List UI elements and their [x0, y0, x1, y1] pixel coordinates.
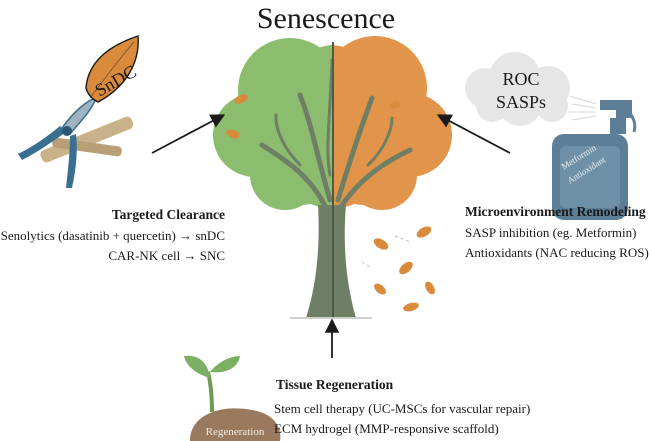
ros-sasp-cloud-icon — [465, 52, 570, 126]
tissue-regeneration-heading: Tissue Regeneration — [276, 377, 394, 392]
diagram-title: Senescence — [256, 2, 396, 35]
targeted-clearance-line-1: Senolytics (dasatinib + quercetin) → snD… — [0, 228, 225, 243]
arrow-remodeling — [436, 114, 511, 154]
cloud-label-roc: ROC — [502, 69, 540, 89]
microenvironment-line-2: Antioxidants (NAC reducing ROS) — [465, 245, 649, 260]
tissue-regeneration-line-1: Stem cell therapy (UC-MSCs for vascular … — [274, 401, 531, 416]
tree — [213, 36, 452, 319]
microenvironment-remodeling-heading: Microenvironment Remodeling — [465, 204, 646, 219]
arrows — [151, 114, 511, 358]
senescent-canopy — [333, 36, 452, 210]
pruning-shears-icon — [18, 87, 134, 188]
sprout-icon — [184, 355, 281, 441]
microenvironment-line-1: SASP inhibition (eg. Metformin) — [465, 225, 637, 240]
sndc-leaf-badge-icon — [85, 35, 139, 103]
soil-label-regeneration: Regeneration — [205, 426, 265, 438]
metformin-spray-bottle-icon — [552, 100, 637, 220]
targeted-clearance-heading: Targeted Clearance — [111, 207, 225, 222]
tissue-regeneration-line-2: ECM hydrogel (MMP-responsive scaffold) — [274, 421, 499, 436]
targeted-clearance-line-2: CAR-NK cell → SNC — [108, 248, 225, 263]
cloud-label-sasps: SASPs — [495, 92, 547, 112]
arrow-clearance — [151, 114, 226, 154]
falling-leaves — [226, 94, 435, 312]
